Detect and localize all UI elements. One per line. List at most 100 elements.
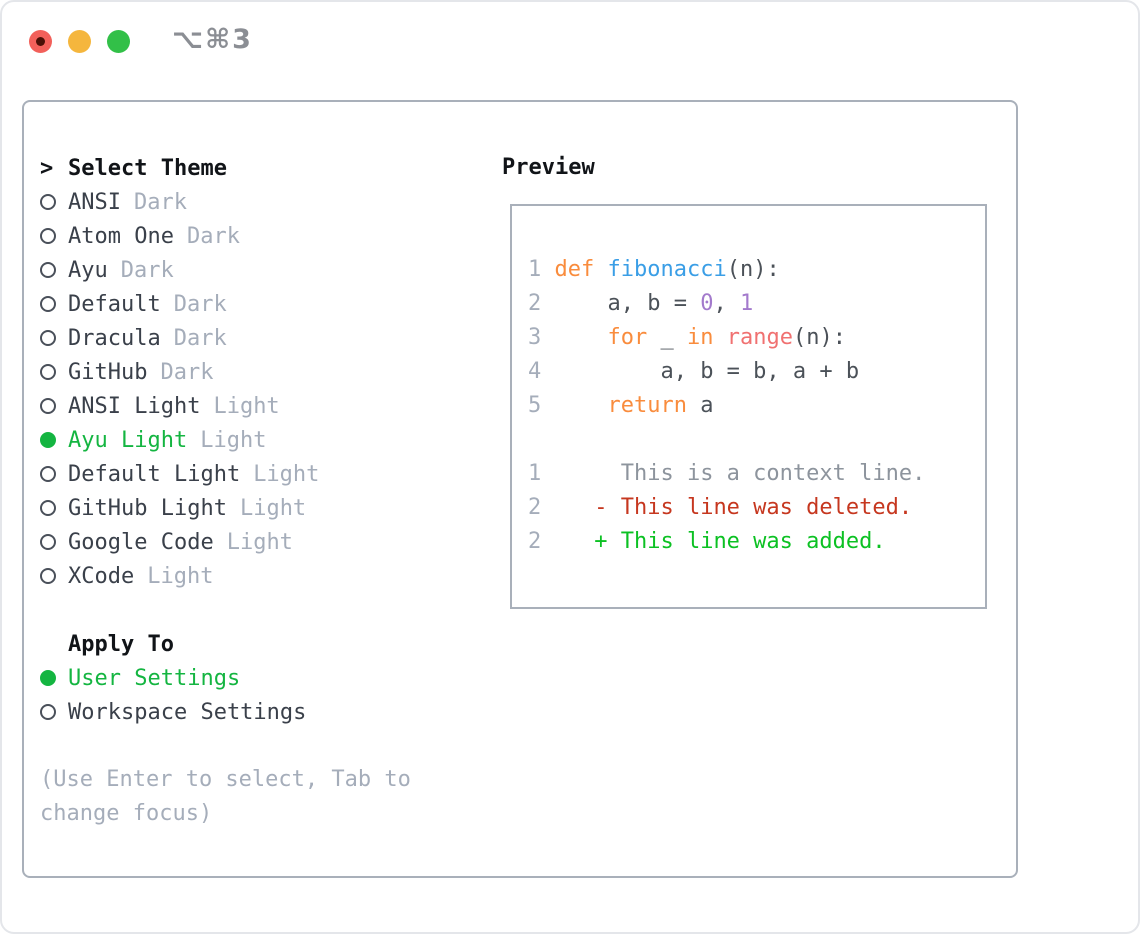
theme-option[interactable]: Ayu Light Light <box>40 423 480 457</box>
option-label: Ayu <box>68 257 108 283</box>
option-variant: Dark <box>186 223 240 249</box>
option-gutter <box>40 534 68 550</box>
code-segment: (n): <box>726 257 780 282</box>
code-segment: in <box>686 325 714 350</box>
radio-icon <box>40 534 56 550</box>
apply-list: User Settings Workspace Settings <box>40 661 480 729</box>
option-variant: Dark <box>120 257 174 283</box>
code-segment: 0 <box>700 291 714 316</box>
zoom-button[interactable] <box>107 30 130 53</box>
code-segment: def <box>554 257 608 282</box>
radio-icon <box>40 568 56 584</box>
theme-option[interactable]: XCode Light <box>40 559 480 593</box>
radio-icon <box>40 432 56 448</box>
option-gutter <box>40 568 68 584</box>
theme-list: ANSI Dark Atom One Dark Ayu Dark Default… <box>40 185 480 593</box>
theme-option[interactable]: GitHub Dark <box>40 355 480 389</box>
theme-option[interactable]: Default Light Light <box>40 457 480 491</box>
option-variant: Dark <box>173 325 227 351</box>
theme-option[interactable]: Dracula Dark <box>40 321 480 355</box>
theme-option[interactable]: Ayu Dark <box>40 253 480 287</box>
code-segment: 2 <box>528 291 555 316</box>
code-segment: , <box>713 291 740 316</box>
option-gutter <box>40 432 68 448</box>
code-segment: _ <box>647 325 687 350</box>
option-label: Dracula <box>68 325 161 351</box>
option-variant: Light <box>147 563 214 589</box>
code-segment <box>713 325 726 350</box>
apply-to-title: Apply To <box>68 631 174 657</box>
code-line: 1 def fibonacci(n): <box>528 253 985 287</box>
option-label: Atom One <box>68 223 174 249</box>
option-label: Default <box>68 291 161 317</box>
code-line: 3 for _ in range(n): <box>528 321 985 355</box>
code-segment: a, b = b, a + b <box>554 359 860 384</box>
code-segment: + This line was added. <box>554 529 886 554</box>
code-line: 5 return a <box>528 389 985 423</box>
select-theme-header: > Select Theme <box>40 151 480 185</box>
apply-to-header: Apply To <box>40 627 480 661</box>
unsaved-changes-icon <box>36 37 45 46</box>
code-line: 2 + This line was added. <box>528 525 985 559</box>
option-label: Default Light <box>68 461 241 487</box>
radio-icon <box>40 704 56 720</box>
theme-option[interactable]: Google Code Light <box>40 525 480 559</box>
code-segment: 5 <box>528 393 555 418</box>
theme-option[interactable]: GitHub Light Light <box>40 491 480 525</box>
option-label: Workspace Settings <box>68 699 307 725</box>
option-gutter <box>40 704 68 720</box>
option-label: GitHub Light <box>68 495 227 521</box>
option-variant: Light <box>213 393 280 419</box>
option-gutter <box>40 398 68 414</box>
radio-icon <box>40 296 56 312</box>
code-segment: 2 <box>528 495 555 520</box>
option-gutter <box>40 194 68 210</box>
option-gutter <box>40 296 68 312</box>
code-segment: 2 <box>528 529 555 554</box>
code-segment: fibonacci <box>607 257 727 282</box>
close-button[interactable] <box>29 30 52 53</box>
code-segment: 1 <box>739 291 754 316</box>
radio-icon <box>40 500 56 516</box>
option-label: Ayu Light <box>68 427 188 453</box>
theme-panel: > Select Theme ANSI Dark Atom One Dark A… <box>40 151 480 831</box>
list-spacer <box>40 729 480 763</box>
code-line: 2 a, b = 0, 1 <box>528 287 985 321</box>
option-variant: Dark <box>173 291 227 317</box>
theme-option[interactable]: Default Dark <box>40 287 480 321</box>
option-variant: Light <box>253 461 320 487</box>
option-variant: Light <box>200 427 267 453</box>
option-label: User Settings <box>68 665 241 691</box>
code-segment: a <box>686 393 714 418</box>
code-segment: 3 <box>528 325 555 350</box>
option-gutter <box>40 262 68 278</box>
option-variant: Light <box>239 495 307 521</box>
option-gutter <box>40 228 68 244</box>
main-panel: > Select Theme ANSI Dark Atom One Dark A… <box>22 100 1018 878</box>
apply-option[interactable]: Workspace Settings <box>40 695 480 729</box>
radio-icon <box>40 466 56 482</box>
minimize-button[interactable] <box>68 30 91 53</box>
code-segment: for <box>607 325 648 350</box>
option-gutter <box>40 500 68 516</box>
theme-option[interactable]: ANSI Light Light <box>40 389 480 423</box>
option-variant: Dark <box>160 359 214 385</box>
select-theme-title: Select Theme <box>68 155 227 181</box>
code-segment: This is a context line. <box>554 461 926 486</box>
code-line: 4 a, b = b, a + b <box>528 355 985 389</box>
theme-option[interactable]: ANSI Dark <box>40 185 480 219</box>
option-gutter <box>40 466 68 482</box>
option-variant: Dark <box>133 189 187 215</box>
code-segment: 1 <box>528 257 555 282</box>
code-segment: 4 <box>528 359 555 384</box>
apply-option[interactable]: User Settings <box>40 661 480 695</box>
code-line: 1 This is a context line. <box>528 457 985 491</box>
code-segment <box>555 325 608 350</box>
list-spacer <box>40 593 480 627</box>
code-segment: 1 <box>528 461 555 486</box>
option-label: ANSI Light <box>68 393 201 419</box>
radio-icon <box>40 228 56 244</box>
theme-option[interactable]: Atom One Dark <box>40 219 480 253</box>
